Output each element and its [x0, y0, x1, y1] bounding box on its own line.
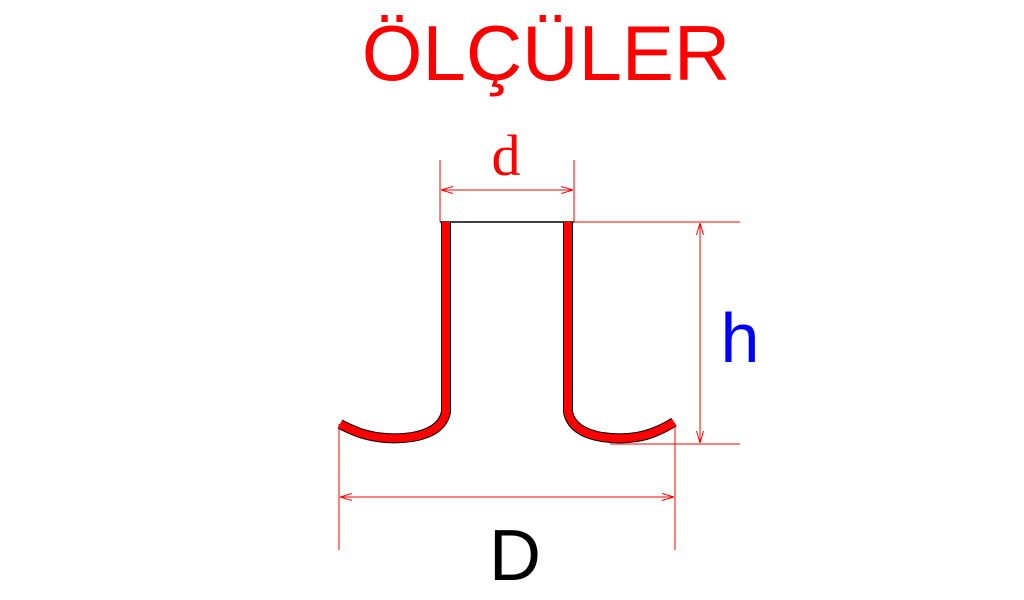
height-label: h — [721, 299, 760, 377]
height-dimension: h — [574, 221, 760, 445]
right-wall-outline — [563, 222, 677, 444]
inner-diameter-dimension: d — [439, 123, 575, 222]
page-title: ÖLÇÜLER — [362, 9, 730, 97]
left-wall-flange — [338, 222, 450, 443]
outer-diameter-dimension: D — [338, 424, 676, 596]
inner-diameter-label: d — [492, 123, 521, 188]
right-wall-flange — [564, 222, 677, 443]
left-wall-outline — [337, 222, 451, 444]
outer-diameter-label: D — [489, 516, 541, 596]
part-profile — [337, 221, 677, 444]
